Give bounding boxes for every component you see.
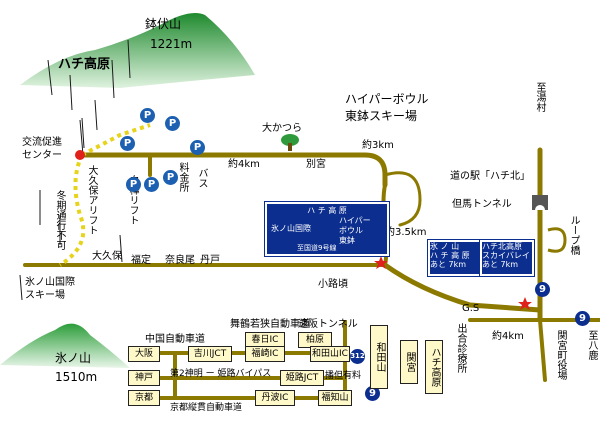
slope-lines	[19, 39, 131, 301]
himeji-box: 姫路JCT	[280, 370, 324, 386]
tajima-tunnel-label: 但馬トンネル	[452, 199, 512, 210]
parking-icon: P	[163, 170, 178, 185]
hachibuse-elev: 1221m	[150, 37, 193, 51]
yoshikawa-box: 吉川JCT	[188, 346, 232, 362]
kotoke-label: 小路頃	[318, 279, 348, 290]
tajima-tunnel	[532, 195, 548, 210]
hachibuse-mountain	[20, 12, 255, 88]
kyoto-jukan-label: 京都縦貫自動車道	[170, 403, 243, 413]
higashi-hachi-label: 東鉢スキー場	[345, 109, 418, 123]
loop-bridge-label: ループ橋	[568, 215, 579, 255]
okatsura-label: 大かつら	[262, 123, 302, 134]
route-9-shield: 9	[575, 311, 590, 326]
bekku-label: 別宮	[306, 159, 326, 170]
direction-sign-small-left: 氷 ノ 山 ハ チ 高 原 あと 7km	[427, 239, 483, 277]
gs-label: G.S	[462, 303, 480, 314]
fukusada-label: 福定	[131, 255, 151, 266]
osaka-box: 大阪	[128, 346, 160, 362]
roads	[23, 147, 600, 382]
kobe-box: 神戸	[128, 370, 160, 386]
kouryu-center-marker	[75, 150, 85, 160]
distance-4km-bottom: 約4km	[492, 331, 524, 342]
fukuzaki-box: 福崎IC	[245, 346, 285, 362]
tooriyama-label: 遠阪トンネル	[298, 319, 358, 330]
route-9-shield: 9	[535, 282, 550, 297]
sign-top: ハ チ 高 原	[307, 206, 347, 215]
distance-4km-top: 約4km	[228, 159, 260, 170]
direction-sign-small-right: ハチ北高原 スカイバレイ あと 7km	[479, 239, 535, 277]
parking-icon: P	[165, 116, 180, 131]
parking-icon: P	[126, 177, 141, 192]
star-marker-1	[374, 256, 388, 269]
sign-right-2: ボウル	[339, 226, 363, 235]
bantan-label: 播但有料	[325, 371, 362, 381]
daini-shinmei-label: 第2神明 ー 姫路バイパス	[170, 369, 272, 379]
sign-line: ハ チ 高 原	[430, 251, 470, 261]
sign-line: スカイバレイ	[482, 251, 530, 261]
parking-icon: P	[190, 140, 205, 155]
parking-icon: P	[140, 108, 155, 123]
distance-3km: 約3km	[362, 140, 394, 151]
hyonosen-elev: 1510m	[55, 370, 98, 384]
tanba-box: 丹波IC	[255, 390, 295, 406]
hyonosen-name: 氷ノ山	[55, 351, 92, 365]
kyoto-box: 京都	[128, 390, 160, 406]
fukuchiyama-box: 福知山	[318, 390, 352, 406]
parking-dotted-path	[81, 123, 151, 157]
sekinomiya-vbox: 関宮	[400, 340, 418, 384]
hachibuse-name: 鉢伏山	[145, 17, 182, 31]
route-312-shield: 312	[350, 349, 365, 364]
to-yumura-label: 至湯村	[534, 82, 545, 112]
sign-line: あと 7km	[482, 260, 519, 270]
michinoeki-label: 道の駅「ハチ北」	[450, 171, 530, 182]
naraoo-label: 奈良尾	[165, 255, 195, 266]
tanto-label: 丹戸	[200, 255, 220, 266]
hyonosen-kokusai-1: 氷ノ山国際	[25, 277, 75, 288]
deai-label: 出合診療所	[455, 323, 466, 373]
winter-closed-label: 冬期通行不可	[54, 190, 65, 250]
hyper-bowl-label: ハイパーボウル	[345, 92, 429, 106]
wadayama-ic-box: 和田山IC	[310, 346, 350, 362]
maizuru-label: 舞鶴若狭自動車道	[230, 319, 310, 330]
star-marker-2	[518, 297, 532, 310]
parking-icon: P	[120, 136, 135, 151]
hachi-kogen-vbox: ハチ高原	[425, 340, 443, 394]
sign-line: ハチ北高原	[482, 242, 522, 251]
sign-right-3: 東鉢	[339, 236, 355, 245]
sign-right-1: ハイパー	[339, 216, 371, 225]
distance-3-5km: 約3.5km	[385, 227, 427, 238]
direction-sign-main: ハ チ 高 原 氷ノ山国際 ハイパー ボウル 東鉢 至国道9号線	[264, 201, 390, 257]
hyonosen-kokusai-2: スキー場	[25, 290, 65, 301]
okatsura-tree	[281, 134, 299, 151]
sekinomiya-office-label: 関宮町役場	[555, 330, 566, 380]
wadayama-vbox: 和田山	[370, 325, 388, 389]
sign-bottom: 至国道9号線	[297, 244, 337, 252]
route-9-shield: 9	[365, 386, 380, 401]
winter-closed-path	[58, 154, 86, 267]
chugoku-label: 中国自動車道	[145, 334, 205, 345]
ryokin-label: 料金所	[177, 162, 188, 192]
ookubo-label: 大久保	[92, 251, 122, 262]
bus-label: バス	[196, 168, 207, 188]
sign-left: 氷ノ山国際	[271, 224, 311, 233]
sign-line: あと 7km	[430, 260, 467, 270]
hakuba-lift-label: 白樺リフト	[127, 175, 138, 225]
parking-icon: P	[144, 177, 159, 192]
hyonosen-mountain	[0, 323, 130, 368]
to-yabu-label: 至八鹿	[586, 330, 597, 360]
sign-line: 氷 ノ 山	[430, 242, 460, 251]
ookubo-lift-label: 大久保アリフト	[86, 165, 97, 235]
hachi-kogen-label: ハチ高原	[58, 57, 111, 72]
kouryu-center-label-1: 交流促進	[22, 137, 62, 148]
kouryu-center-label-2: センター	[22, 150, 62, 161]
loop-bridge-road	[547, 227, 567, 253]
